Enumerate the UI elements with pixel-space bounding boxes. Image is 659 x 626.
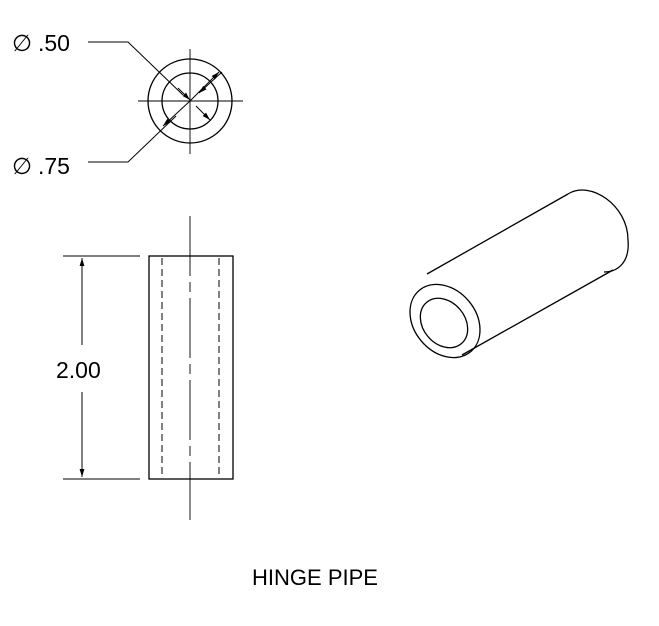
cylinder-front-inner xyxy=(419,297,469,349)
diameter-symbol-inner: ∅ xyxy=(12,30,32,56)
drawing-title: HINGE PIPE xyxy=(252,565,378,590)
cylinder-front-outer xyxy=(409,283,481,359)
outer-diameter-arrow-b xyxy=(189,71,220,102)
pipe-outline xyxy=(148,255,234,480)
cylinder-far-end xyxy=(567,189,629,273)
outer-diameter-leader xyxy=(88,115,177,163)
outer-diameter-arrow-a xyxy=(162,100,191,127)
length-label: 2.00 xyxy=(56,357,101,383)
inner-diameter-arrow-b xyxy=(198,71,223,94)
cylinder-bottom-edge xyxy=(461,269,614,356)
cylinder-top-edge xyxy=(426,193,569,275)
inner-diameter-label: .50 xyxy=(38,30,70,56)
front-view: 2.00 xyxy=(56,216,234,520)
isometric-view xyxy=(409,189,629,359)
inner-diameter-leader xyxy=(88,41,184,96)
inner-diameter-arrow-a xyxy=(177,87,191,101)
inner-arrow-tail xyxy=(195,105,211,121)
top-view: ∅ .50 ∅ .75 xyxy=(12,30,243,179)
diameter-symbol-outer: ∅ xyxy=(12,153,32,179)
outer-diameter-label: .75 xyxy=(38,153,70,179)
